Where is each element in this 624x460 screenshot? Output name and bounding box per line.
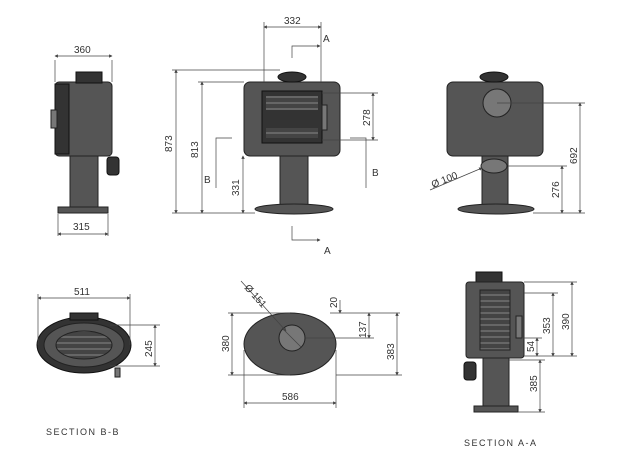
front-flue-height-dim: 813 <box>190 141 201 158</box>
section-bb-width-dim: 511 <box>74 287 90 298</box>
front-glass-height-dim: 278 <box>362 109 373 126</box>
section-a-bottom-label: A <box>324 246 331 257</box>
section-a-top-label: A <box>323 34 330 45</box>
side-view: 360 315 <box>50 45 120 236</box>
back-flue-diameter-dim: Ø 100 <box>430 170 460 191</box>
top-offset-small-dim: 20 <box>329 296 340 308</box>
top-total-depth-dim: 383 <box>386 343 397 360</box>
section-aa-view: 390 353 54 385 SECTION A-A <box>463 271 577 448</box>
back-total-dim: 692 <box>569 147 580 164</box>
top-view: Ø 151 586 380 20 137 383 <box>221 280 402 408</box>
top-depth-dim: 380 <box>221 335 232 352</box>
section-aa-lower-dim: 385 <box>529 375 540 392</box>
front-base-height-dim: 331 <box>231 179 242 196</box>
section-aa-caption: SECTION A-A <box>464 438 538 448</box>
side-width-dim: 360 <box>74 45 91 56</box>
section-bb-depth-dim: 245 <box>144 340 155 357</box>
section-bb-view: 511 245 SECTION B-B <box>36 287 160 437</box>
top-width-dim: 586 <box>282 392 299 403</box>
section-b-left-label: B <box>204 175 211 186</box>
back-lower-dim: 276 <box>551 181 562 198</box>
top-offset-dim: 137 <box>358 321 369 338</box>
top-flue-diameter-dim: Ø 151 <box>242 283 269 311</box>
section-aa-top-dim: 390 <box>561 313 572 330</box>
section-aa-small-dim: 54 <box>526 340 537 352</box>
front-total-height-dim: 873 <box>164 135 175 152</box>
section-bb-caption: SECTION B-B <box>46 427 120 437</box>
section-aa-upper-dim: 353 <box>542 317 553 334</box>
back-view: 692 276 Ø 100 <box>429 71 585 215</box>
front-view: 332 A A B B 873 813 331 278 <box>164 16 379 257</box>
side-depth-dim: 315 <box>73 222 90 233</box>
front-top-offset-dim: 332 <box>284 16 301 27</box>
section-b-right-label: B <box>372 168 379 179</box>
